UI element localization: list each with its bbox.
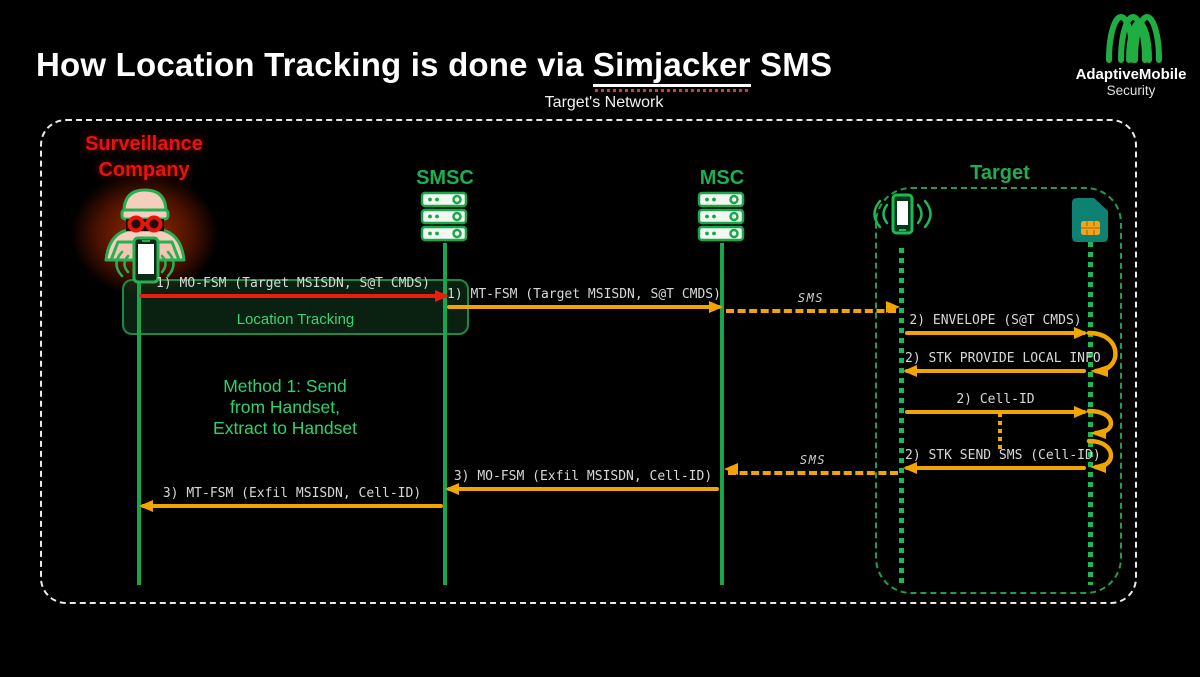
arrowhead-left-icon xyxy=(903,365,917,377)
lifeline-smsc xyxy=(443,243,447,585)
message-mt-fsm-1: 1) MT-FSM (Target MSISDN, S@T CMDS) xyxy=(447,287,723,313)
hacker-icon xyxy=(104,188,186,284)
message-mo-fsm-1: 1) MO-FSM (Target MSISDN, S@T CMDS) xyxy=(139,276,449,302)
method-line-1: Method 1: Send xyxy=(223,376,347,396)
message-label: 2) ENVELOPE (S@T CMDS) xyxy=(909,313,1082,328)
arrowhead-left-icon xyxy=(139,500,153,512)
message-label: 2) STK SEND SMS (Cell-ID) xyxy=(905,448,1101,463)
lifeline-msc xyxy=(720,243,724,585)
method-line-2: from Handset, xyxy=(230,397,340,417)
message-label: 3) MO-FSM (Exfil MSISDN, Cell-ID) xyxy=(453,469,713,484)
message-label: SMS xyxy=(799,453,827,467)
lifeline-target-phone xyxy=(899,248,904,585)
title-prefix: How Location Tracking is done via xyxy=(36,46,593,84)
arrowhead-left-icon xyxy=(903,462,917,474)
lifeline-surveillance xyxy=(137,266,141,585)
message-label: 1) MT-FSM (Target MSISDN, S@T CMDS) xyxy=(447,287,721,302)
message-label: SMS xyxy=(797,291,825,305)
sim-processing-connector xyxy=(998,413,1002,450)
server-icon xyxy=(420,191,468,242)
method-line-3: Extract to Handset xyxy=(213,418,357,438)
location-tracking-box: Location Tracking xyxy=(122,279,469,335)
loop-arrow-icon xyxy=(1086,330,1118,377)
method-annotation: Method 1: Send from Handset, Extract to … xyxy=(165,376,405,439)
loop-arrow-icon xyxy=(1086,438,1114,473)
loop-arrow-icon xyxy=(1086,408,1114,439)
message-sms-exfil: SMS xyxy=(724,453,898,475)
message-envelope: 2) ENVELOPE (S@T CMDS) xyxy=(905,313,1088,339)
brand-block: AdaptiveMobile Security xyxy=(1058,10,1200,98)
location-tracking-label: Location Tracking xyxy=(236,311,355,328)
message-stk-send-sms: 2) STK SEND SMS (Cell-ID) xyxy=(903,448,1101,474)
page-title: How Location Tracking is done via Simjac… xyxy=(36,46,833,88)
actor-label-smsc: SMSC xyxy=(416,167,474,189)
message-label: 2) Cell-ID xyxy=(956,392,1035,407)
message-label: 2) STK PROVIDE LOCAL INFO xyxy=(905,351,1101,366)
arrowhead-left-icon xyxy=(445,483,459,495)
sim-card-icon xyxy=(1072,198,1108,242)
message-label: 3) MT-FSM (Exfil MSISDN, Cell-ID) xyxy=(162,486,422,501)
network-boundary-box xyxy=(40,119,1137,604)
network-label: Target's Network xyxy=(544,94,664,111)
title-suffix: SMS xyxy=(750,46,833,84)
adaptivemobile-logo-icon xyxy=(1106,13,1162,63)
arrowhead-right-icon xyxy=(435,290,449,302)
brand-tagline: Security xyxy=(1106,83,1156,98)
actor-label-msc: MSC xyxy=(699,167,745,189)
message-sms-delivery: SMS xyxy=(726,291,900,313)
message-stk-provide-local-info: 2) STK PROVIDE LOCAL INFO xyxy=(903,351,1101,377)
message-mo-fsm-3: 3) MO-FSM (Exfil MSISDN, Cell-ID) xyxy=(445,469,719,495)
lifeline-sim xyxy=(1088,242,1093,585)
server-icon xyxy=(697,191,745,242)
message-cell-id: 2) Cell-ID xyxy=(905,392,1088,418)
actor-label-target: Target xyxy=(970,162,1030,184)
message-mt-fsm-3: 3) MT-FSM (Exfil MSISDN, Cell-ID) xyxy=(139,486,443,512)
arrowhead-right-icon xyxy=(709,301,723,313)
title-highlight: Simjacker xyxy=(592,46,751,88)
brand-name: AdaptiveMobile xyxy=(1075,66,1187,83)
arrowhead-right-icon xyxy=(886,301,900,313)
arrowhead-right-icon xyxy=(1074,406,1088,418)
message-label: 1) MO-FSM (Target MSISDN, S@T CMDS) xyxy=(156,276,430,291)
smartphone-icon xyxy=(873,193,932,235)
arrowhead-right-icon xyxy=(1074,327,1088,339)
target-device-box xyxy=(875,187,1122,594)
arrowhead-left-icon xyxy=(724,463,738,475)
